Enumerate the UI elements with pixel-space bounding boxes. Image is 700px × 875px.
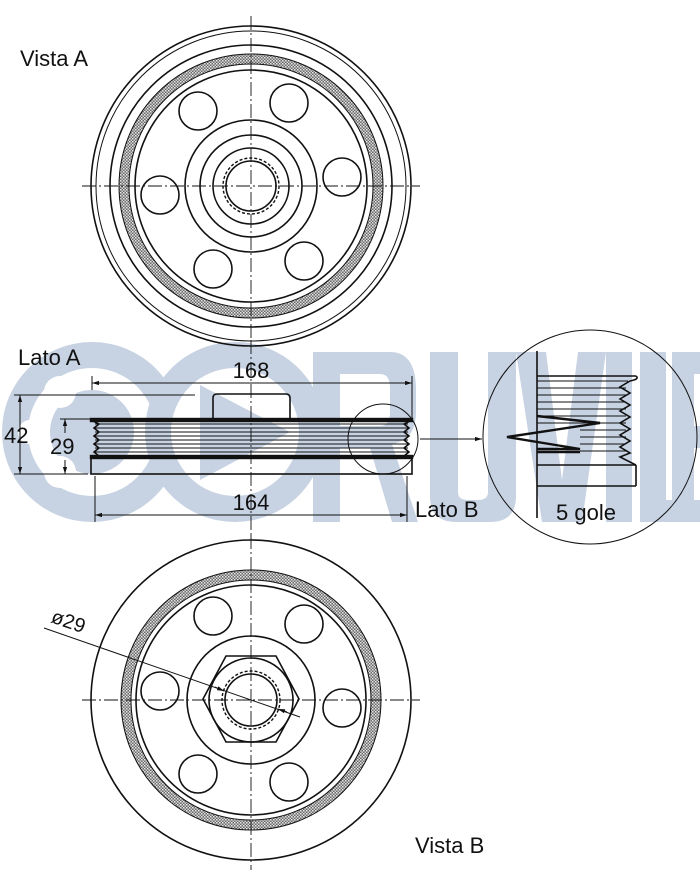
ruville-wordmark (313, 352, 700, 522)
dimension-168: 168 (91, 358, 413, 419)
dimension-42-label: 42 (4, 423, 28, 448)
dimension-42: 42 (4, 394, 195, 475)
dimension-168-label: 168 (233, 358, 270, 383)
hex-nut-icon (202, 655, 300, 743)
side-b-label: Lato B (415, 497, 479, 522)
side-a-label: Lato A (18, 345, 81, 370)
view-a-label: Vista A (20, 46, 88, 71)
view-a (82, 16, 420, 347)
dimension-164: 164 (94, 476, 408, 522)
side-view (89, 340, 482, 540)
view-b (82, 535, 420, 870)
grooves-label: 5 gole (556, 500, 616, 525)
dimension-29-label: 29 (50, 434, 74, 459)
dimension-bore-diameter-label: ø29 (48, 606, 88, 638)
groove-detail-view: 5 gole (482, 329, 698, 545)
dimension-164-label: 164 (233, 490, 270, 515)
view-b-label: Vista B (415, 833, 484, 858)
dimension-29: 29 (50, 418, 90, 474)
